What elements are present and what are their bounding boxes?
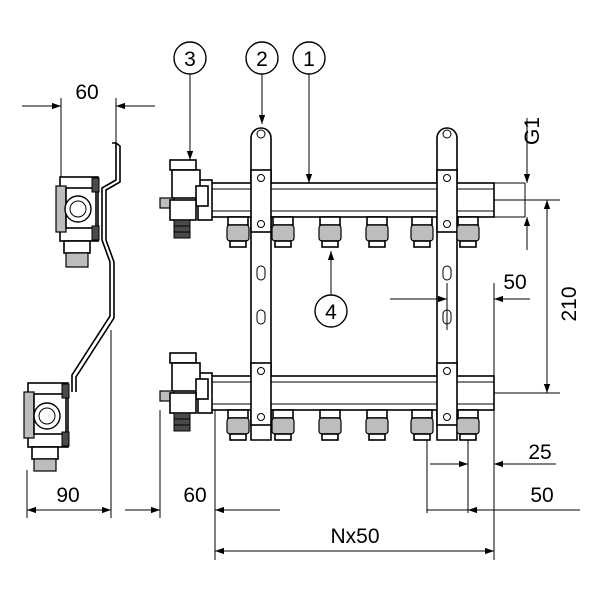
svg-text:210: 210: [558, 286, 581, 321]
svg-text:50: 50: [503, 271, 526, 294]
side-lower-collector: [23, 382, 70, 472]
svg-text:3: 3: [184, 48, 196, 71]
upper-vent-valve: [159, 159, 209, 239]
side-view: [23, 142, 121, 472]
side-upper-collector: [55, 176, 100, 268]
svg-text:1: 1: [303, 48, 315, 71]
callout-2: 2: [245, 41, 279, 124]
upper-outlets: [226, 216, 480, 248]
svg-text:60: 60: [75, 81, 98, 104]
svg-text:50: 50: [530, 484, 553, 507]
svg-text:4: 4: [325, 301, 337, 324]
svg-text:Nx50: Nx50: [330, 525, 379, 548]
lower-outlets: [226, 409, 480, 441]
dim-outlet-spacing: 50: [390, 271, 530, 376]
callout-4: 4: [314, 251, 348, 328]
svg-text:90: 90: [56, 484, 79, 507]
lower-vent-valve: [159, 352, 209, 432]
dim-side-depth: 90: [26, 330, 112, 518]
front-view: [159, 127, 526, 441]
dim-end-offset: 25: [426, 410, 556, 560]
dim-height: 210: [494, 199, 581, 394]
callouts: 3 2 1 4: [173, 41, 348, 328]
upper-collector: [197, 169, 495, 233]
svg-text:G1: G1: [521, 117, 544, 145]
side-bracket: [71, 142, 117, 392]
callout-3: 3: [173, 41, 207, 160]
dim-valve-offset: 60: [125, 410, 280, 560]
dim-end-length: 50: [427, 484, 580, 514]
dim-total-length: Nx50: [215, 525, 494, 555]
dim-top-width: 60: [22, 81, 155, 177]
dim-g1: G1: [521, 117, 544, 250]
callout-1: 1: [292, 41, 326, 183]
svg-text:2: 2: [256, 48, 268, 71]
dimensions: 60 G1 210 50: [22, 81, 581, 560]
svg-text:60: 60: [183, 484, 206, 507]
svg-text:25: 25: [528, 441, 551, 464]
